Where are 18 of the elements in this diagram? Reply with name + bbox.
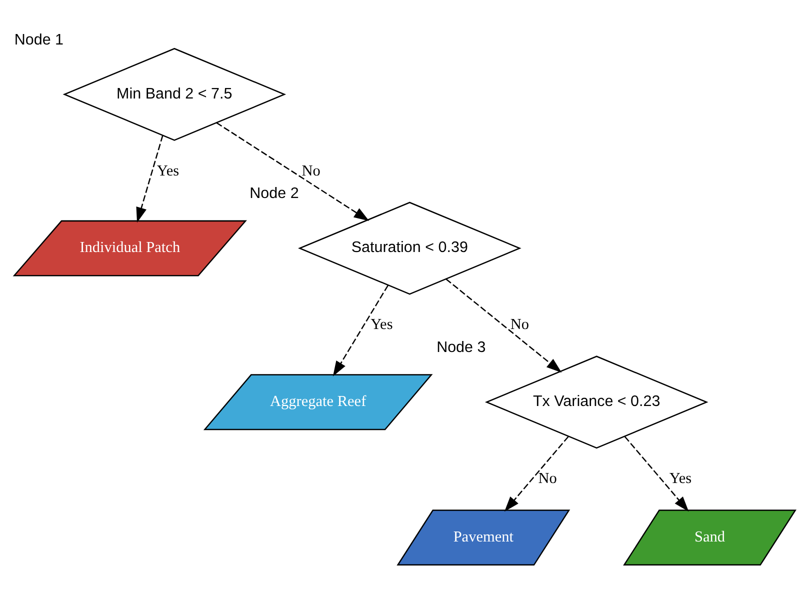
arrow <box>136 134 164 222</box>
edge-label: No <box>538 470 557 487</box>
arrow <box>446 278 562 372</box>
edge-label: Yes <box>669 470 692 487</box>
node-diamond: Min Band 2 < 7.5 <box>62 47 286 140</box>
edge-label: Yes <box>156 162 180 179</box>
arrow <box>624 436 689 512</box>
node-label: Node 3 <box>436 338 486 356</box>
edge-label: No <box>302 162 320 179</box>
arrow <box>332 284 388 376</box>
node-diamond: Tx Variance < 0.23 <box>484 355 708 448</box>
node-diamond: Saturation < 0.39 <box>298 201 522 294</box>
arrow <box>216 122 370 220</box>
arrow <box>504 436 569 512</box>
node-label: Node 1 <box>14 30 64 48</box>
edge-label: Yes <box>370 316 393 333</box>
edge-label: No <box>510 316 529 333</box>
node-label: Node 2 <box>250 184 299 202</box>
